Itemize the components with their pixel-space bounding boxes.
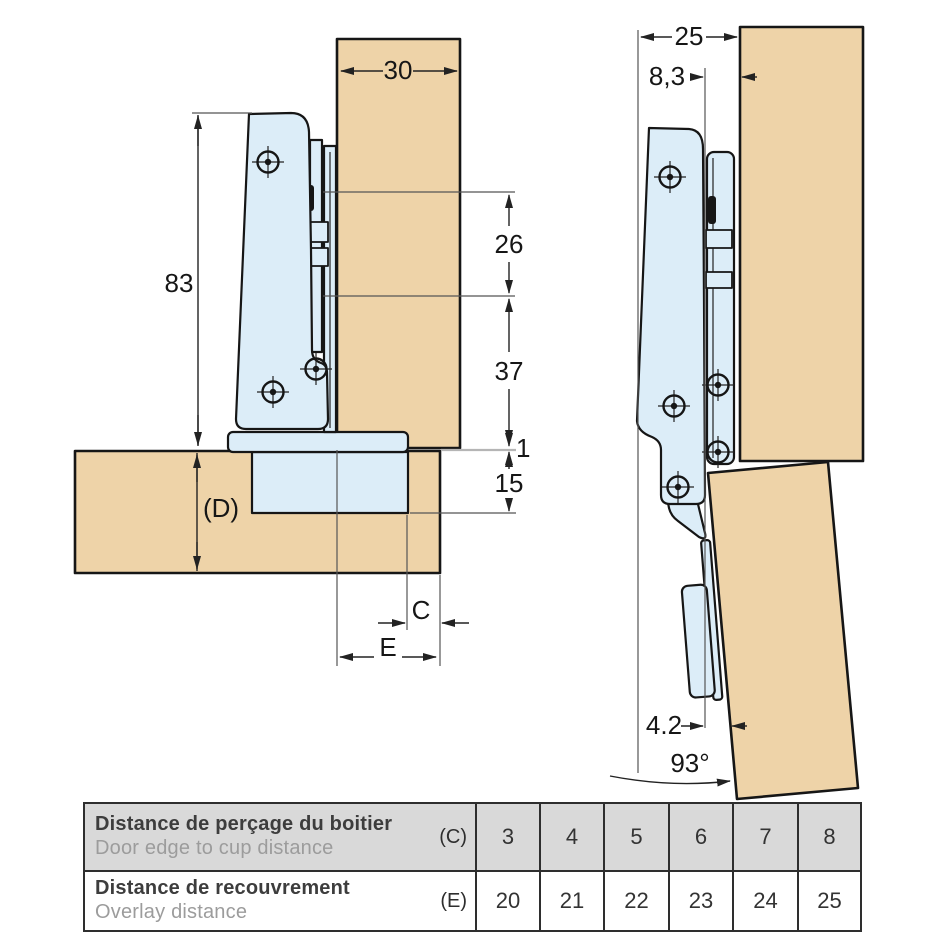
left-view-closed [73,37,462,575]
right-view-open [635,25,865,801]
symbol-c: (C) [439,825,467,848]
dim-door-gap: 1 [516,433,530,463]
dim-opening-angle: 93° [670,748,709,778]
value-cell: 3 [475,804,539,870]
dim-front-offset: 8,3 [649,61,685,91]
adjuster-knuckle [705,271,733,289]
dim-mount-depth: 25 [675,21,704,51]
value-cell: 4 [539,804,603,870]
cabinet-panel [335,37,462,450]
open-door-panel [706,460,860,801]
spec-table: Distance de perçage du boitier Door edge… [83,802,862,932]
dim-panel-width: 30 [384,55,413,85]
dim-cup-distance: C [412,595,431,625]
dim-hinge-height: 83 [165,268,194,298]
cabinet-panel [738,25,865,463]
hinge-arm [635,126,707,506]
label-en: Overlay distance [95,901,248,923]
screw-icon [702,369,734,401]
dim-door-thickness: (D) [203,493,239,523]
value-cell: 8 [797,804,860,870]
value-cell: 20 [475,872,539,930]
row-label-cell: Distance de perçage du boitier Door edge… [85,804,475,870]
screw-icon [662,471,694,503]
value-cell: 25 [797,872,860,930]
value-cell: 22 [603,872,668,930]
dim-overlay: E [379,632,396,662]
right-view-dimensions: 25 8,3 4.2 93° [609,21,757,787]
dim-cup-depth: 15 [495,468,524,498]
value-cell: 6 [668,804,732,870]
cup-flange [226,430,410,454]
dim-edge-clearance: 4.2 [646,710,682,740]
dim-lower-span: 37 [495,356,524,386]
hinge-cup [250,450,410,515]
symbol-e: (E) [440,889,467,912]
screw-icon [658,390,690,422]
adjuster-knuckle [705,229,733,249]
screw-icon [654,161,686,193]
screw-icon [300,353,332,385]
screw-icon [252,146,284,178]
left-view-dimensions: 30 83 26 37 1 15 (D) [165,55,530,666]
table-row-overlay-distance: Distance de recouvrement Overlay distanc… [85,870,860,930]
table-row-cup-distance: Distance de perçage du boitier Door edge… [85,804,860,870]
pivot-pin [708,196,716,224]
row-label-cell: Distance de recouvrement Overlay distanc… [85,872,475,930]
hinge-cup [680,583,716,699]
label-en: Door edge to cup distance [95,837,334,859]
value-cell: 23 [668,872,732,930]
value-cell: 21 [539,872,603,930]
value-cell: 5 [603,804,668,870]
label-fr: Distance de perçage du boitier [95,813,393,836]
value-cell: 7 [732,804,797,870]
cup-on-door [680,539,724,701]
dim-upper-span: 26 [495,229,524,259]
label-fr: Distance de recouvrement [95,877,350,900]
value-cell: 24 [732,872,797,930]
screw-icon [702,436,734,468]
hinge-elbow [666,498,707,540]
screw-icon [257,376,289,408]
